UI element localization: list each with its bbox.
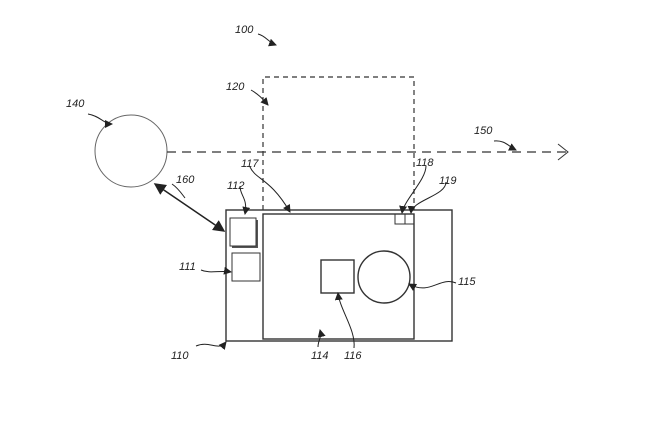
device-110 (225, 209, 453, 342)
label-114: 114 (311, 350, 329, 362)
display-114 (262, 213, 415, 340)
object-140 (94, 114, 168, 188)
component-112 (229, 217, 257, 247)
label-112: 112 (227, 180, 245, 192)
label-116: 116 (344, 350, 362, 362)
label-150: 150 (474, 125, 493, 137)
label-110: 110 (171, 350, 189, 362)
label-119: 119 (439, 175, 457, 187)
component-115 (357, 250, 411, 304)
sensor-119 (404, 213, 415, 225)
label-120: 120 (226, 81, 245, 93)
field-of-view-120 (262, 76, 415, 210)
sensor-118 (394, 213, 406, 225)
label-117: 117 (241, 158, 259, 170)
direction-arrowhead (557, 143, 569, 161)
label-160: 160 (176, 174, 195, 186)
label-111: 111 (179, 261, 196, 273)
label-115: 115 (458, 276, 476, 288)
label-140: 140 (66, 98, 85, 110)
distance-arrow-160 (153, 183, 226, 232)
component-111 (231, 252, 261, 282)
label-100: 100 (235, 24, 254, 36)
leader-lines (87, 33, 517, 350)
label-118: 118 (416, 157, 434, 169)
component-116 (320, 259, 355, 294)
